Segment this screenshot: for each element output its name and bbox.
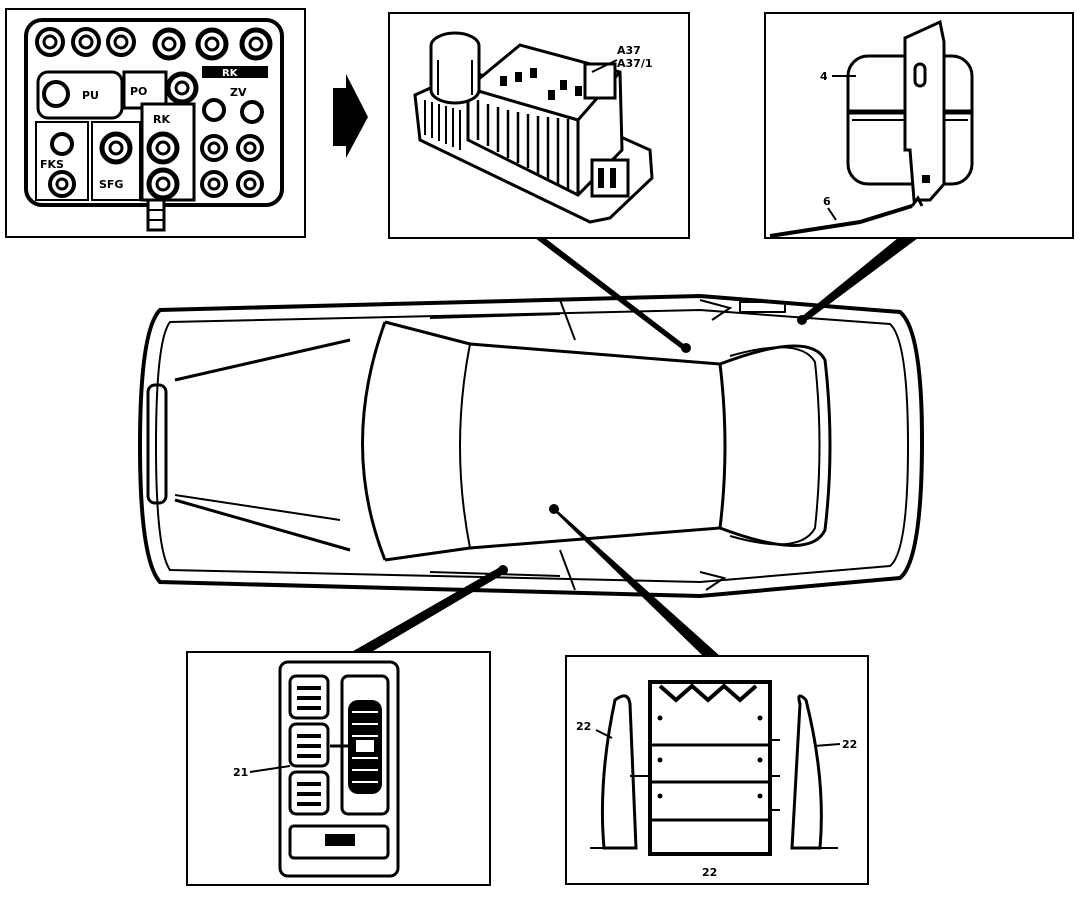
control-unit-panel: A37 A37/1 — [388, 12, 690, 239]
switch-panel: 21 — [186, 651, 491, 886]
label-rk-top: RK — [222, 68, 239, 79]
label-22-left: 22 — [576, 720, 591, 733]
leader-switch-panel — [348, 567, 507, 654]
anchor-dot-seat-cushions — [549, 504, 559, 514]
car-top-view — [137, 293, 925, 599]
label-a37: A37 — [617, 44, 641, 57]
hydraulic-hose — [769, 204, 913, 238]
arrow-icon — [333, 74, 368, 158]
leader-control-unit — [535, 238, 690, 350]
label-4: 4 — [820, 70, 828, 83]
valve-block-panel: PU PO RK ZV RK FKS — [5, 8, 306, 238]
leader-seat-cushions — [551, 508, 720, 656]
label-sfg: SFG — [99, 178, 123, 191]
label-pu: PU — [82, 89, 99, 102]
anchor-dot-switch-panel — [498, 565, 508, 575]
label-po: PO — [130, 85, 147, 98]
left-bolster — [600, 694, 638, 850]
mounting-bracket — [903, 19, 946, 202]
label-a37-1: A37/1 — [617, 57, 653, 70]
reservoir-panel: 4 6 — [764, 12, 1074, 239]
label-zv: ZV — [230, 86, 247, 99]
seat-cushion-panel: 22 22 22 — [565, 655, 869, 885]
label-fks: FKS — [40, 158, 64, 171]
label-21: 21 — [233, 766, 248, 779]
fitting-row-top — [35, 27, 273, 61]
label-6: 6 — [823, 195, 831, 208]
leader-reservoir — [800, 238, 918, 320]
zv-fittings — [200, 98, 264, 198]
label-22-bottom: 22 — [702, 866, 717, 879]
center-heating-mat — [648, 680, 772, 856]
label-rk-mid: RK — [153, 113, 170, 126]
anchor-dot-control-unit — [681, 343, 691, 353]
label-22-right: 22 — [842, 738, 857, 751]
right-bolster — [790, 694, 823, 850]
